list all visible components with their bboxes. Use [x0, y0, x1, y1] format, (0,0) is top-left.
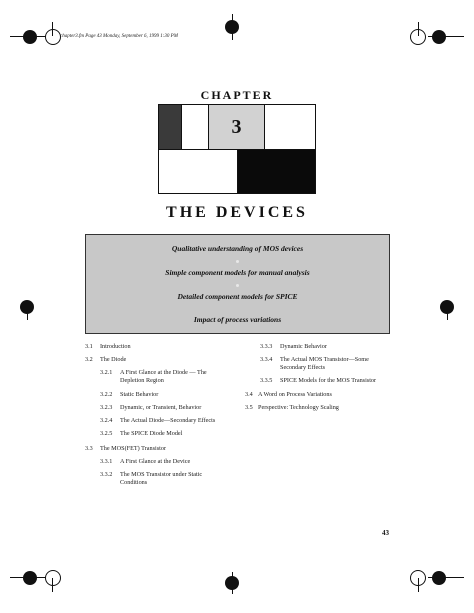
objectives-box: Qualitative understanding of MOS devices…	[85, 234, 390, 334]
block-dark-left	[158, 104, 182, 150]
bullet-dot	[236, 260, 239, 263]
bullet-dot	[236, 284, 239, 287]
crop-line	[27, 306, 28, 320]
block-white-right	[264, 104, 316, 150]
page-number: 43	[382, 529, 389, 537]
registration-mark-bottom-left	[23, 571, 37, 585]
objective-item: Detailed component models for SPICE	[177, 292, 298, 301]
chapter-title: THE DEVICES	[166, 204, 308, 221]
objective-item: Simple component models for manual analy…	[165, 268, 310, 277]
block-black-bottom	[237, 149, 316, 194]
objective-item: Impact of process variations	[193, 315, 282, 324]
crop-line	[52, 22, 53, 36]
page-header: chapter3.fm Page 43 Monday, September 6,…	[60, 34, 178, 39]
registration-mark-top-right	[432, 30, 446, 44]
chapter-number: 3	[208, 104, 265, 150]
registration-mark-bottom-right	[432, 571, 446, 585]
crop-line	[428, 577, 464, 578]
registration-mark-top-left	[23, 30, 37, 44]
registration-ring-bottom-left	[45, 570, 61, 586]
crop-line	[10, 577, 46, 578]
crop-line	[52, 578, 53, 592]
toc-right-column: 3.3.3 Dynamic Behavior 3.3.4 The Actual …	[245, 343, 377, 411]
registration-ring-top-left	[45, 29, 61, 45]
chapter-block-graphic: 3	[158, 104, 316, 194]
crop-line	[418, 22, 419, 36]
objective-item: Qualitative understanding of MOS devices	[171, 244, 304, 253]
chapter-label: CHAPTER	[200, 88, 274, 102]
crop-line	[418, 578, 419, 592]
toc-left-column: 3.1 Introduction 3.2 The Diode 3.2.1 A F…	[85, 343, 216, 487]
block-white-top	[181, 104, 209, 150]
block-white-bottom	[158, 149, 238, 194]
crop-line	[428, 36, 464, 37]
crop-line	[10, 36, 46, 37]
crop-line	[232, 14, 233, 40]
crop-line	[232, 572, 233, 594]
crop-line	[447, 306, 448, 320]
